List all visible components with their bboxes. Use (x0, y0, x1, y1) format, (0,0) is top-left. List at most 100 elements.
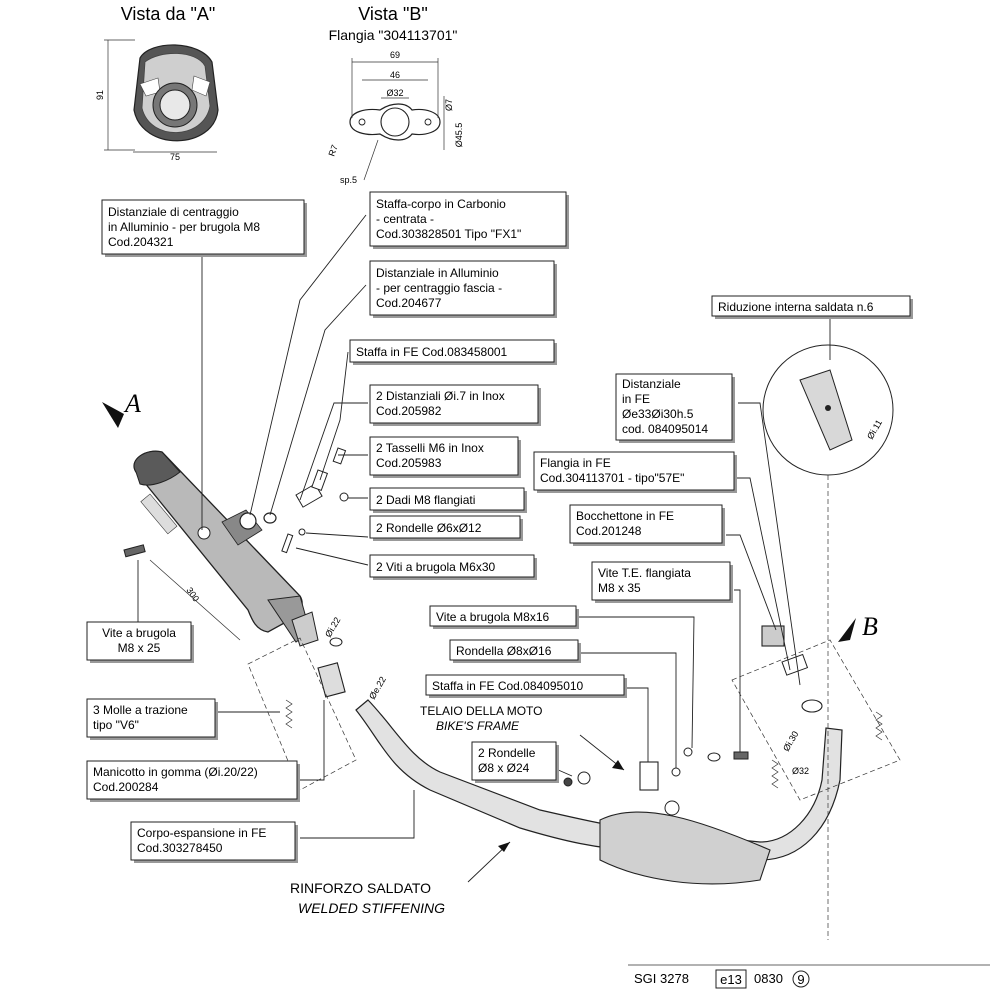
svg-text:- per centraggio fascia -: - per centraggio fascia - (376, 281, 502, 295)
label-viti-m6: 2 Viti a brugola M6x30 (369, 554, 537, 580)
label-tasselli: 2 Tasselli M6 in Inox Cod.205983 (369, 436, 521, 478)
view-b-marker: B (862, 612, 878, 641)
view-b-dim-45: Ø45.5 (454, 123, 464, 148)
view-b-title: Vista "B" (358, 4, 427, 24)
svg-text:Vite T.E. flangiata: Vite T.E. flangiata (598, 566, 691, 580)
svg-text:M8 x 25: M8 x 25 (118, 641, 161, 655)
springs (285, 699, 883, 789)
dim-length-300: 300 (184, 585, 201, 603)
view-a-height-dim: 91 (95, 90, 105, 100)
dim-di22: Øi.22 (323, 615, 342, 639)
leader-lines (137, 214, 831, 839)
view-a-title: Vista da "A" (121, 4, 216, 24)
label-bocchettone: Bocchettone in FE Cod.201248 (569, 504, 725, 546)
svg-text:M8 x 35: M8 x 35 (598, 581, 641, 595)
svg-text:2 Distanziali Øi.7 in Inox: 2 Distanziali Øi.7 in Inox (376, 389, 505, 403)
label-staffa-carbonio: Staffa-corpo in Carbonio - centrata - Co… (369, 191, 569, 249)
rubber-sleeve (317, 662, 346, 698)
label-staffa-fe-2: Staffa in FE Cod.084095010 (425, 674, 627, 698)
svg-text:Cod.200284: Cod.200284 (93, 780, 159, 794)
label-molle: 3 Molle a trazione tipo "V6" (86, 698, 218, 740)
label-rondella-8-16: Rondella Ø8xØ16 (449, 639, 581, 663)
svg-text:Distanziale di centraggio: Distanziale di centraggio (108, 205, 239, 219)
svg-text:Manicotto in gomma (Øi.20/22): Manicotto in gomma (Øi.20/22) (93, 765, 258, 779)
view-b-dim-46: 46 (390, 70, 400, 80)
view-b-dim-69: 69 (390, 50, 400, 60)
view-b-marker-arrow (838, 618, 856, 642)
view-a-marker: A (123, 389, 141, 418)
svg-text:2 Rondelle: 2 Rondelle (478, 746, 536, 760)
svg-text:in Alluminio - per brugola M8: in Alluminio - per brugola M8 (108, 220, 260, 234)
svg-text:2 Tasselli M6 in Inox: 2 Tasselli M6 in Inox (376, 441, 484, 455)
view-a: Vista da "A" 91 75 (95, 4, 219, 162)
label-distanziali-inox: 2 Distanziali Øi.7 in Inox Cod.205982 (369, 384, 541, 426)
svg-text:Cod.303828501 Tipo "FX1": Cod.303828501 Tipo "FX1" (376, 227, 521, 241)
frame-hardware (563, 625, 823, 791)
label-dadi: 2 Dadi M8 flangiati (369, 487, 527, 513)
stiffening-caption: RINFORZO SALDATO WELDED STIFFENING (290, 880, 445, 916)
frame-caption-it: TELAIO DELLA MOTO (420, 704, 542, 718)
svg-text:Staffa-corpo in Carbonio: Staffa-corpo in Carbonio (376, 197, 506, 211)
label-flangia-fe: Flangia in FE Cod.304113701 - tipo"57E" (533, 451, 737, 493)
svg-text:in FE: in FE (622, 392, 650, 406)
view-b: Vista "B" Flangia "304113701" 69 46 Ø32 … (326, 4, 464, 185)
approval-code: SGI 3278 (634, 971, 689, 986)
svg-text:2 Viti a brugola M6x30: 2 Viti a brugola M6x30 (376, 560, 496, 574)
part-labels: Distanziale di centraggio in Alluminio -… (86, 191, 913, 863)
svg-text:Ø8 x Ø24: Ø8 x Ø24 (478, 761, 530, 775)
approval-stamp: SGI 3278 e13 0830 9 (628, 964, 990, 989)
svg-text:Bocchettone in FE: Bocchettone in FE (576, 509, 674, 523)
svg-text:Cod.204321: Cod.204321 (108, 235, 174, 249)
svg-text:Cod.303278450: Cod.303278450 (137, 841, 223, 855)
silencer (133, 450, 319, 647)
reducer-detail (762, 344, 894, 940)
label-rondelle-6: 2 Rondelle Ø6xØ12 (369, 515, 523, 541)
label-distanziale-centraggio: Distanziale di centraggio in Alluminio -… (101, 199, 307, 257)
svg-text:Corpo-espansione in FE: Corpo-espansione in FE (137, 826, 266, 840)
svg-text:tipo "V6": tipo "V6" (93, 718, 139, 732)
approval-circle: 9 (797, 972, 804, 987)
approval-mark: e13 (720, 972, 742, 987)
svg-text:2 Dadi M8 flangiati: 2 Dadi M8 flangiati (376, 493, 475, 507)
view-b-dim-32: Ø32 (386, 88, 403, 98)
svg-text:Distanziale: Distanziale (622, 377, 681, 391)
label-corpo-espansione: Corpo-espansione in FE Cod.303278450 (130, 821, 298, 863)
svg-text:cod. 084095014: cod. 084095014 (622, 422, 708, 436)
label-manicotto: Manicotto in gomma (Øi.20/22) Cod.200284 (86, 760, 300, 802)
svg-text:Flangia in FE: Flangia in FE (540, 456, 611, 470)
svg-text:Cod.204677: Cod.204677 (376, 296, 442, 310)
view-a-width-dim: 75 (170, 152, 180, 162)
svg-text:Vite a brugola M8x16: Vite a brugola M8x16 (436, 610, 550, 624)
label-vite-te: Vite T.E. flangiata M8 x 35 (591, 561, 733, 603)
svg-text:Cod.304113701 - tipo"57E": Cod.304113701 - tipo"57E" (540, 471, 684, 485)
svg-text:- centrata -: - centrata - (376, 212, 434, 226)
view-b-subtitle: Flangia "304113701" (329, 27, 458, 43)
svg-text:Riduzione interna saldata n.6: Riduzione interna saldata n.6 (718, 300, 874, 314)
svg-text:Distanziale in Alluminio: Distanziale in Alluminio (376, 266, 499, 280)
svg-text:2 Rondelle Ø6xØ12: 2 Rondelle Ø6xØ12 (376, 521, 482, 535)
svg-text:Staffa in FE Cod.083458001: Staffa in FE Cod.083458001 (356, 345, 508, 359)
svg-text:Vite a brugola: Vite a brugola (102, 626, 176, 640)
svg-text:Cod.205982: Cod.205982 (376, 404, 442, 418)
frame-caption: TELAIO DELLA MOTO BIKE'S FRAME (420, 704, 542, 733)
dim-de22: Øe.22 (367, 675, 388, 701)
dim-d32: Ø32 (792, 766, 809, 776)
label-riduzione: Riduzione interna saldata n.6 (711, 295, 913, 319)
label-distanziale-fe: Distanziale in FE Øe33Øi30h.5 cod. 08409… (615, 373, 735, 443)
label-distanziale-alluminio: Distanziale in Alluminio - per centraggi… (369, 260, 557, 318)
view-b-dim-r7: R7 (326, 143, 339, 157)
svg-text:Cod.205983: Cod.205983 (376, 456, 442, 470)
dim-di30: Øi.30 (781, 729, 800, 753)
label-vite-m8-16: Vite a brugola M8x16 (429, 605, 579, 629)
approval-number: 0830 (754, 971, 783, 986)
svg-text:Øe33Øi30h.5: Øe33Øi30h.5 (622, 407, 694, 421)
label-vite-m8-25: Vite a brugola M8 x 25 (86, 621, 194, 663)
view-b-dim-7: Ø7 (444, 99, 454, 111)
svg-text:Staffa in FE Cod.084095010: Staffa in FE Cod.084095010 (432, 679, 584, 693)
stiffening-caption-it: RINFORZO SALDATO (290, 880, 431, 896)
label-rondelle-8-24: 2 Rondelle Ø8 x Ø24 (471, 741, 559, 783)
stiffening-caption-en: WELDED STIFFENING (298, 900, 445, 916)
frame-caption-en: BIKE'S FRAME (436, 719, 520, 733)
svg-text:Rondella Ø8xØ16: Rondella Ø8xØ16 (456, 644, 552, 658)
